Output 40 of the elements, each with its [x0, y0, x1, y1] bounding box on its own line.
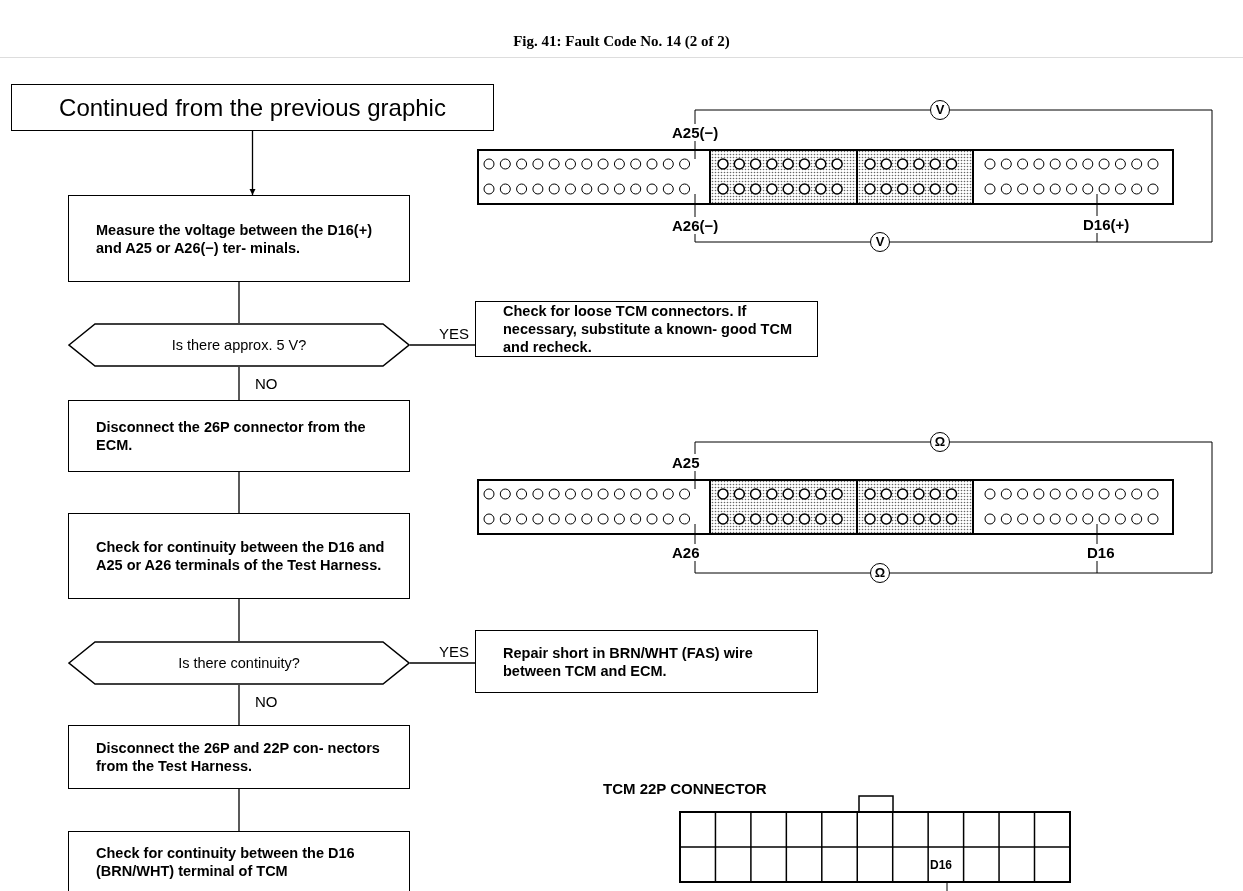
- terminal-label: A26: [672, 544, 700, 561]
- start-box: [11, 84, 494, 131]
- process-box: [475, 301, 818, 357]
- meter-symbol: Ω: [870, 563, 890, 583]
- process-box: [68, 513, 410, 599]
- step-text: Check for continuity between the D16 (BRN/WHT) terminal of TCM: [96, 844, 356, 880]
- terminal-label: D16(+): [1083, 216, 1130, 233]
- process-box: [68, 831, 410, 891]
- terminal-label: A25(−): [672, 124, 719, 141]
- process-box: [68, 725, 410, 789]
- terminal-label: A26(−): [672, 217, 719, 234]
- arrow: [249, 130, 256, 196]
- connector-line: [238, 598, 240, 642]
- meter-symbol: V: [870, 232, 890, 252]
- connector-line: [238, 788, 240, 832]
- terminal-label: D16: [930, 858, 952, 872]
- decision-hexagon: [68, 641, 410, 685]
- step-text: Disconnect the 26P connector from the ECM.: [96, 418, 367, 454]
- connector-line: [238, 366, 240, 401]
- process-box: [475, 630, 818, 693]
- process-box: [68, 400, 410, 472]
- process-box: [68, 195, 410, 282]
- decision-hexagon: [68, 323, 410, 367]
- connector-line: [238, 684, 240, 726]
- step-text: Measure the voltage between the D16(+) and A25 or A26(−) ter- minals.: [96, 220, 373, 257]
- terminal-label: A25: [672, 454, 700, 471]
- step-text: Check for loose TCM connectors. If necessary, substitute a known- good TCM and recheck.: [503, 302, 793, 356]
- step-text: Disconnect the 26P and 22P con- nectors from the Test Harness.: [96, 739, 381, 775]
- step-text: Is there continuity?: [178, 654, 300, 672]
- meter-symbol: V: [930, 100, 950, 120]
- step-text: Check for continuity between the D16 and A25 or A26 terminals of the Test Harness.: [96, 538, 386, 574]
- meter-symbol: Ω: [930, 432, 950, 452]
- connector-line: [238, 281, 240, 324]
- terminal-label: D16: [1087, 544, 1115, 561]
- step-text: Repair short in BRN/WHT (FAS) wire between TCM and ECM.: [503, 643, 754, 680]
- connector-line: [409, 344, 476, 346]
- connector-line: [409, 662, 476, 664]
- figure-title: Fig. 41: Fault Code No. 14 (2 of 2): [512, 33, 731, 50]
- step-text: Is there approx. 5 V?: [171, 336, 307, 354]
- connector-line: [238, 471, 240, 514]
